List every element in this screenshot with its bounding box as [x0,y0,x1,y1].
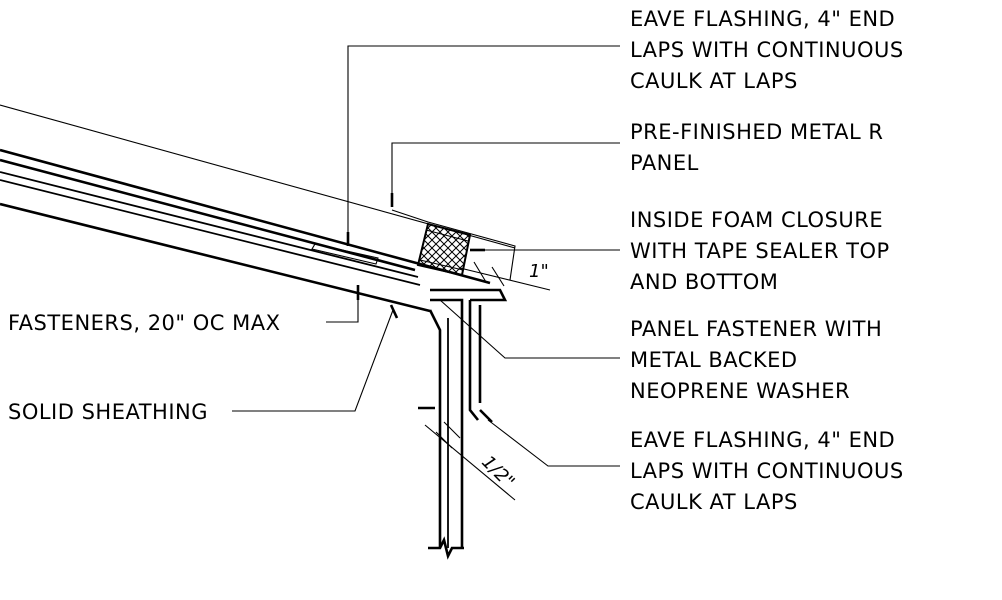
callout-line: PANEL [630,151,699,175]
fascia-outer [428,309,442,548]
dim-fascia-text: 1/2" [477,452,518,493]
arrow-sheathing [389,304,399,319]
dim-fascia-line [424,424,516,501]
dim-closure-tick-b [491,266,505,287]
leader-eave-flashing-bottom [487,419,620,467]
callout-line: INSIDE FOAM CLOSURE [630,208,883,232]
dim-fascia-tick-a [435,431,453,449]
tape-sealer-bottom [419,259,464,271]
arrow-eave-flashing-bottom [479,409,493,423]
callout-eave-flashing-top: EAVE FLASHING, 4" END LAPS WITH CONTINUO… [630,7,911,93]
callout-line: LAPS WITH CONTINUOUS [630,38,904,62]
underlayment-line [0,171,419,278]
callout-line: CAULK AT LAPS [630,490,798,514]
dimensions: 1" 1/2" [424,261,551,501]
leader-fasteners [326,290,359,323]
callout-line: PANEL FASTENER WITH [630,317,882,341]
leaders [232,45,620,467]
fascia-corner [430,298,464,305]
leader-metal-panel [391,142,620,205]
callout-fasteners: FASTENERS, 20" OC MAX [8,311,281,335]
eave-flashing-lap [311,243,379,265]
callout-line: LAPS WITH CONTINUOUS [630,459,904,483]
dim-fascia-tick-b [443,421,461,439]
callout-line: AND BOTTOM [630,270,778,294]
break-line [428,536,464,560]
dim-closure-line [459,267,551,291]
dim-closure-text: 1" [529,261,549,282]
foam-closure [391,209,516,281]
callout-line: EAVE FLASHING, 4" END [630,428,895,452]
callout-metal-panel: PRE-FINISHED METAL R PANEL [630,120,891,175]
callout-sheathing: SOLID SHEATHING [8,400,208,424]
callouts: EAVE FLASHING, 4" END LAPS WITH CONTINUO… [8,7,911,514]
callout-line: CAULK AT LAPS [630,69,798,93]
callout-panel-fastener: PANEL FASTENER WITH METAL BACKED NEOPREN… [630,317,890,403]
tape-sealer-top [425,229,469,242]
callout-line: PRE-FINISHED METAL R [630,120,883,144]
leader-eave-flashing-top [347,45,620,244]
closure-outline [391,209,516,281]
fascia-assembly [418,288,508,560]
callout-line: EAVE FLASHING, 4" END [630,7,895,31]
callout-line: METAL BACKED [630,348,798,372]
callout-foam-closure: INSIDE FOAM CLOSURE WITH TAPE SEALER TOP… [630,208,897,294]
dim-closure-tick-a [473,261,487,283]
leader-sheathing [232,309,394,412]
callout-line: NEOPRENE WASHER [630,379,850,403]
eave-drip-edge [430,288,508,302]
roof-assembly [0,104,516,313]
callout-eave-flashing-bottom: EAVE FLASHING, 4" END LAPS WITH CONTINUO… [630,428,911,514]
metal-panel-bottom-line [0,158,416,272]
flashing-line [0,179,421,286]
face-flashing [468,300,480,421]
callout-line: WITH TAPE SEALER TOP [630,239,890,263]
leader-panel-fastener [439,299,620,359]
metal-panel-top-line [0,148,491,285]
